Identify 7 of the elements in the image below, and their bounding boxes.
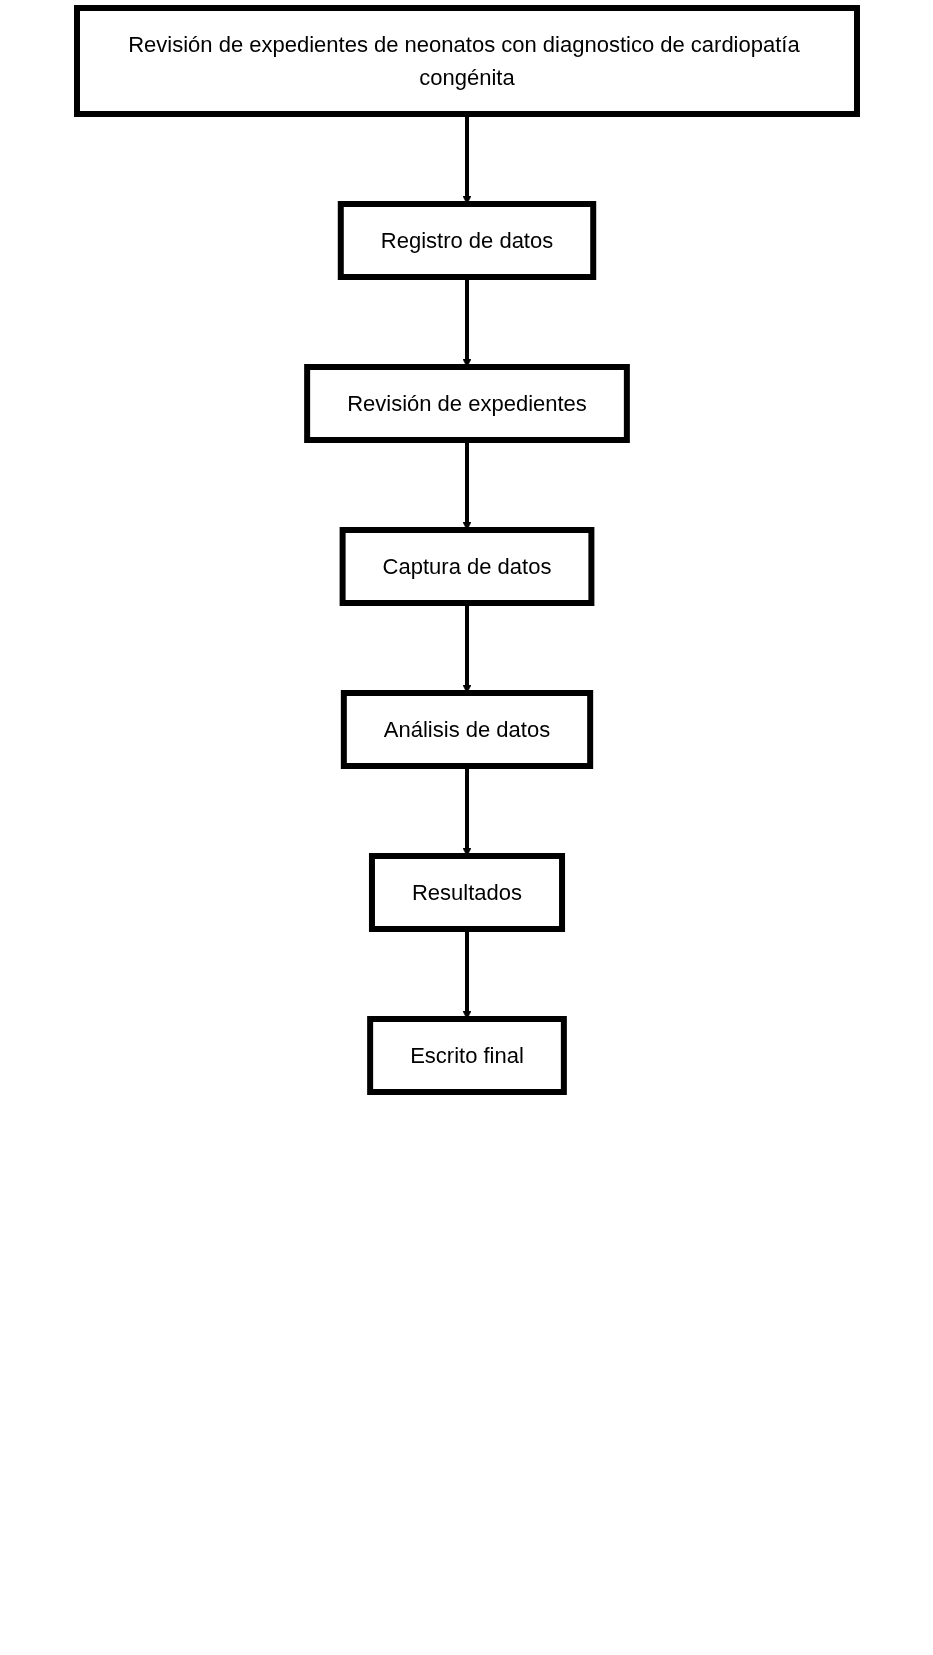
node-box: Captura de datos xyxy=(339,527,594,606)
node-box: Resultados xyxy=(368,853,565,932)
node-box: Revisión de expedientes de neonatos con diagnostico de cardiopatía congénita xyxy=(73,5,860,117)
node-box: Análisis de datos xyxy=(340,690,593,769)
node-box: Escrito final xyxy=(366,1016,567,1095)
node-box: Registro de datos xyxy=(337,201,596,280)
node-box: Revisión de expedientes xyxy=(303,364,630,443)
